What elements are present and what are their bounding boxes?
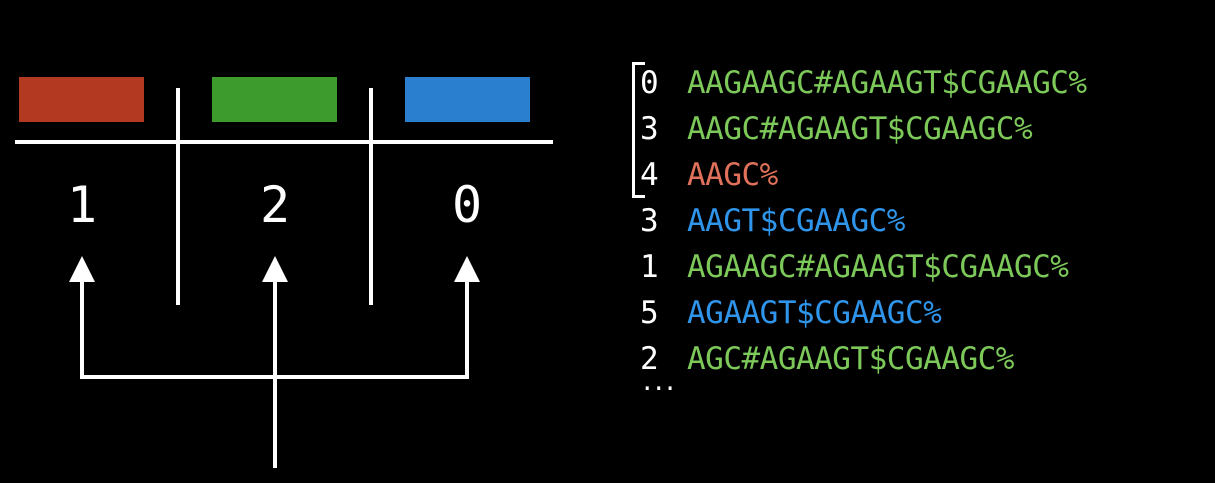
suffix-row: 4 AAGC% xyxy=(640,152,1087,198)
bucket-number: 1 xyxy=(67,176,97,234)
suffix-index: 5 xyxy=(640,295,659,331)
blue-bucket-bar xyxy=(405,77,530,122)
suffix-row: 0 AAGAAGC#AGAAGT$CGAAGC% xyxy=(640,60,1087,106)
more-ellipsis: ... xyxy=(640,368,677,396)
suffix-row: 2 AGC#AGAAGT$CGAAGC% xyxy=(640,336,1087,382)
green-bucket-bar xyxy=(212,77,337,122)
suffix-text: AAGC% xyxy=(687,157,778,193)
bucket-number: 2 xyxy=(260,176,290,234)
suffix-text: AGAAGC#AGAAGT$CGAAGC% xyxy=(687,249,1069,285)
group-bracket xyxy=(632,62,645,198)
suffix-row: 3 AAGT$CGAAGC% xyxy=(640,198,1087,244)
suffix-index: 3 xyxy=(640,203,659,239)
suffix-row: 3 AAGC#AGAAGT$CGAAGC% xyxy=(640,106,1087,152)
suffix-text: AGC#AGAAGT$CGAAGC% xyxy=(687,341,1014,377)
suffix-text: AAGC#AGAAGT$CGAAGC% xyxy=(687,111,1033,147)
arrow-up-icon xyxy=(454,256,480,282)
suffix-row: 1 AGAAGC#AGAAGT$CGAAGC% xyxy=(640,244,1087,290)
suffix-list: 0 AAGAAGC#AGAAGT$CGAAGC% 3 AAGC#AGAAGT$CGA… xyxy=(640,60,1087,382)
suffix-text: AGAAGT$CGAAGC% xyxy=(687,295,942,331)
suffix-index: 3 xyxy=(640,111,659,147)
arrow-up-icon xyxy=(262,256,288,282)
suffix-index: 2 xyxy=(640,341,659,377)
suffix-index: 4 xyxy=(640,157,659,193)
suffix-index: 1 xyxy=(640,249,659,285)
arrow-up-icon xyxy=(69,256,95,282)
suffix-text: AAGT$CGAAGC% xyxy=(687,203,905,239)
suffix-index: 0 xyxy=(640,65,659,101)
suffix-row: 5 AGAAGT$CGAAGC% xyxy=(640,290,1087,336)
suffix-text: AAGAAGC#AGAAGT$CGAAGC% xyxy=(687,65,1087,101)
bucket-number: 0 xyxy=(452,176,482,234)
red-bucket-bar xyxy=(19,77,144,122)
